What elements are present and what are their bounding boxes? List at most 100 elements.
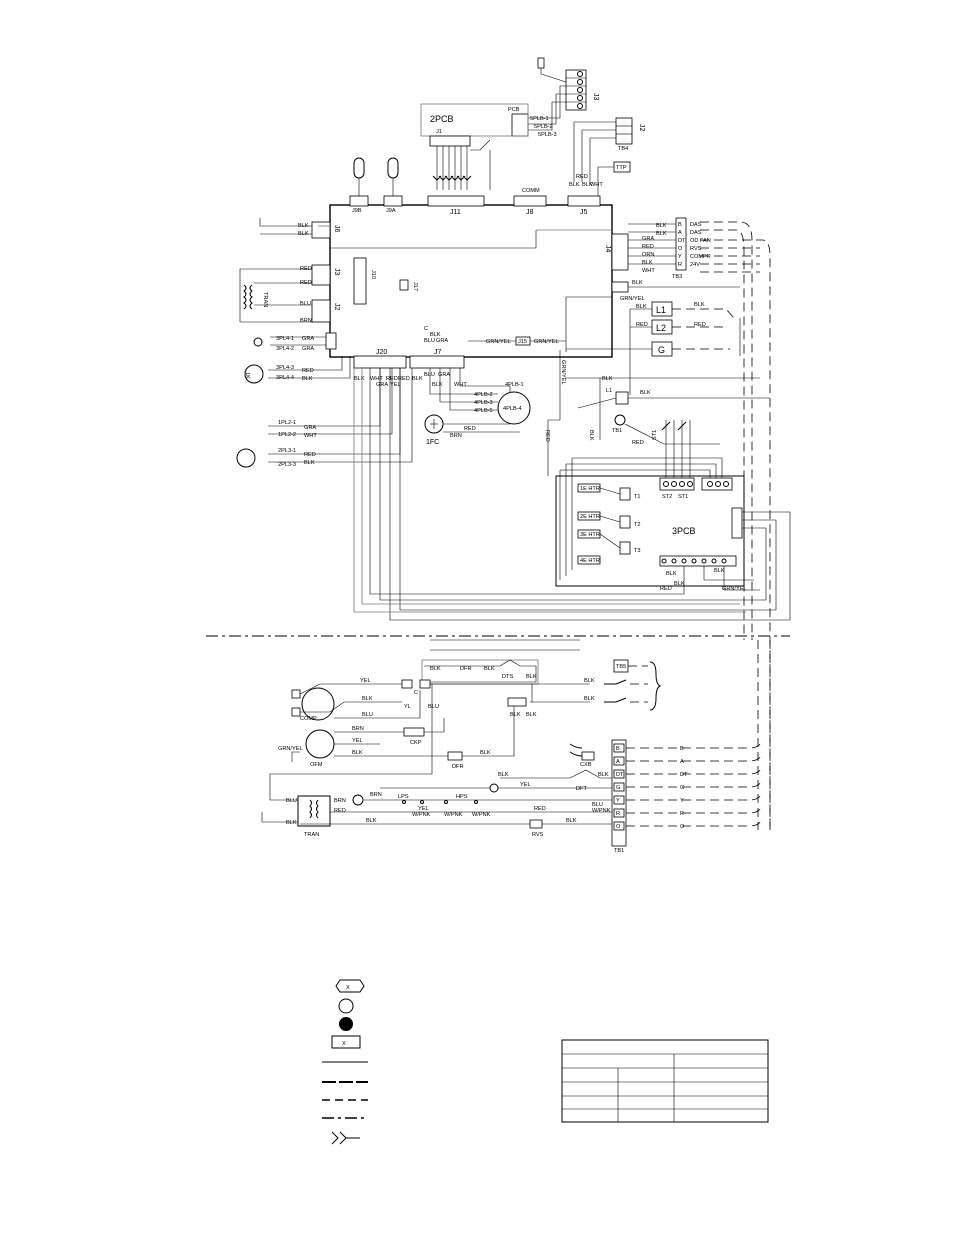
- field-wiring-dashed: [700, 221, 771, 830]
- wire-blk-3pcb-b: BLK: [674, 581, 685, 587]
- wire-blk-3pcb: BLK: [666, 571, 677, 577]
- l1-label: L1: [656, 305, 666, 315]
- wire-grn-yel-b: GRN/YEL: [534, 339, 559, 345]
- wire-gra-tb3: GRA: [642, 236, 654, 242]
- wire-yel-lps: YEL: [418, 806, 429, 812]
- main-control-board: [329, 204, 613, 358]
- wire-wht-j20: WHT: [370, 376, 383, 382]
- j20-j7-connectors: J20 J7 C BLU GRA BLK BLK WHT RED RED GRA…: [353, 326, 467, 388]
- tb1-terminal: [613, 821, 625, 831]
- tb5-label: TB5: [616, 664, 626, 670]
- wire-grn-yel-3pcb: GRN/YEL: [722, 586, 747, 592]
- legend-terminal-hex: [335, 979, 365, 993]
- wire-blk-j5a: BLK: [569, 182, 580, 188]
- pcb-label: PCB: [508, 107, 520, 113]
- wire-brn-ckp: BRN: [352, 726, 364, 732]
- wire-wht-1pl2: WHT: [304, 433, 317, 439]
- j7-label: J7: [434, 349, 442, 356]
- j3-side-label: J3: [333, 268, 340, 276]
- legend-plug-symbol: [331, 1131, 360, 1145]
- tb3-label: TB3: [672, 274, 682, 280]
- wire-red-1fc: RED: [464, 426, 476, 432]
- ttp-label: TTP: [616, 165, 627, 171]
- tb1-pin-inner: B: [616, 746, 620, 752]
- wire-wpnk-d: W/PNK: [592, 808, 611, 814]
- legend-hex-text: X: [346, 985, 350, 991]
- wire-blk-j7: BLK: [430, 332, 441, 338]
- g-label: G: [658, 345, 665, 355]
- wire-blu-j7: BLU: [424, 338, 435, 344]
- st-terminal-block: ST2 ST1 ST1: [652, 420, 733, 500]
- wire-gra-j20: GRA: [376, 382, 388, 388]
- tran-left-label: TRAN: [262, 292, 268, 307]
- wire-blk-tb3: BLK: [642, 260, 653, 266]
- wire-yel-comp: YEL: [360, 678, 371, 684]
- tb1-terminal: [613, 795, 625, 805]
- wire-blu-lps: BLU: [592, 802, 603, 808]
- j10-connector: [353, 257, 367, 305]
- j9b-label: J9B: [352, 208, 362, 214]
- itr-device: [352, 794, 364, 806]
- otr-device: [489, 783, 499, 793]
- left-components: 3PL4-1 3PL4-2 GRA GRA 3PL4-3 3PL4-4 RED …: [236, 332, 413, 468]
- ofm-label: OFM: [310, 762, 323, 768]
- plug-3pl4-1: 3PL4-1: [276, 336, 294, 342]
- wire-yl-contactor: YL: [404, 704, 411, 710]
- j3-label: J3: [592, 93, 599, 101]
- tb1-pin-label: Y: [680, 798, 684, 804]
- j4-label: J4: [604, 245, 611, 253]
- wire-blk-rvs: BLK: [366, 818, 377, 824]
- legend-box: [331, 1035, 361, 1049]
- tb1-pin-inner: Y: [616, 798, 620, 804]
- heater-2e: 2E HTR: [580, 514, 600, 520]
- dfr-relay: [447, 751, 463, 761]
- wire-orn-tb3: ORN: [642, 252, 654, 258]
- wire-blk-l1-relay: BLK: [602, 376, 613, 382]
- tb1-pin-label: DT: [680, 772, 688, 778]
- wire-blk-rvs-b: BLK: [566, 818, 577, 824]
- wire-blk-dts: BLK: [430, 666, 441, 672]
- plug-1pl2-1: 1PL2-1: [278, 420, 296, 426]
- tb1-terminal: [613, 782, 625, 792]
- wire-blk-ofm: BLK: [352, 750, 363, 756]
- contactor-c-b: [419, 679, 431, 689]
- wire-red-3pl4: RED: [302, 368, 314, 374]
- tb1-label-upper: TB1: [612, 428, 622, 434]
- plug-2pl3-3: 2PL3-3: [278, 462, 296, 468]
- j10-label: J10: [370, 270, 376, 279]
- wire-blk-tran: BLK: [286, 820, 297, 826]
- wire-red-l2b: RED: [636, 322, 648, 328]
- wire-grn-yel-ofm: GRN/YEL: [278, 746, 303, 752]
- tb3-pin: A: [678, 230, 682, 236]
- st2-label: ST2: [662, 494, 672, 500]
- contactor-c-a: [401, 679, 413, 689]
- wire-blk-l1b: BLK: [636, 304, 647, 310]
- tb1-field-wire: [626, 806, 763, 814]
- hps-label: HPS: [456, 794, 468, 800]
- j17-label: J17: [412, 282, 418, 291]
- wire-red-2pl3: RED: [304, 452, 316, 458]
- wire-grn-yel-j21: GRN/YEL: [620, 296, 645, 302]
- tb1-jumper: TB1 L1 BLK BLK RED: [566, 376, 770, 446]
- j1-connector: J1: [429, 129, 472, 190]
- tb3-pin: B: [678, 222, 682, 228]
- wire-blu-comp: BLU: [362, 712, 373, 718]
- dfr-small-label: DFR: [460, 666, 472, 672]
- pcb3-label: 3PCB: [672, 526, 696, 536]
- tb1-field-wire: [626, 793, 763, 801]
- j11-label: J11: [450, 209, 461, 216]
- wire-grn-yel-a: GRN/YEL: [486, 339, 511, 345]
- tb1-pin-inner: G: [616, 785, 620, 791]
- wire-blk-j5b: BLK: [582, 182, 593, 188]
- wire-red-l2: RED: [694, 322, 706, 328]
- wire-blu-j2: BLU: [300, 301, 311, 307]
- wire-blu-tran: BLU: [286, 798, 297, 804]
- wire-blk-comp: BLK: [362, 696, 373, 702]
- wire-blk-l1: BLK: [694, 302, 705, 308]
- wire-blk-dts-b: BLK: [484, 666, 495, 672]
- j21-connector: [611, 281, 629, 293]
- wire-red-vertical: RED: [544, 430, 550, 442]
